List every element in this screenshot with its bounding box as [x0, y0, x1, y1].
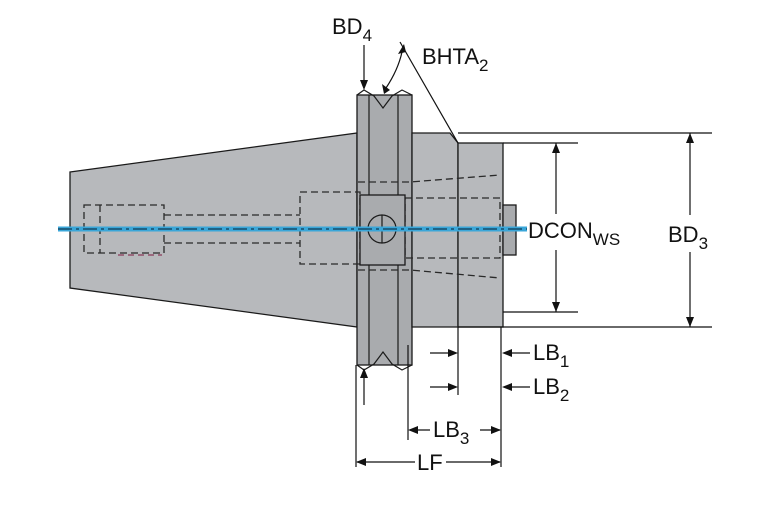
bd4-arrow-bottom — [360, 368, 368, 378]
lf-arrow-right — [491, 458, 501, 466]
bd4-arrow — [360, 80, 368, 90]
lb1-arrow — [448, 349, 458, 357]
bhta2-arrow-top — [398, 44, 406, 54]
bd3-arrow-top — [686, 133, 694, 143]
front-adapter — [457, 142, 504, 328]
bd3-arrow-bottom — [686, 317, 694, 327]
label-lf: LF — [417, 450, 443, 475]
front-bore-upper — [358, 174, 501, 183]
lb2-arrow — [448, 383, 458, 391]
front-bore-lower — [358, 269, 501, 279]
dcon-arrow-top — [552, 143, 560, 153]
label-bd4: BD4 — [332, 14, 372, 45]
lf-arrow-left — [356, 458, 366, 466]
label-lb2: LB2 — [533, 374, 569, 405]
dcon-arrow-bottom — [552, 302, 560, 312]
lb3-arrow-right — [491, 426, 501, 434]
bhta2-arc — [385, 51, 403, 89]
bhta2-arrow — [382, 84, 390, 94]
label-lb1: LB1 — [533, 340, 569, 371]
lb2-arrow-right — [502, 383, 512, 391]
label-dcon-ws: DCONWS — [528, 218, 620, 249]
bhta2-line — [399, 41, 459, 144]
label-bd3: BD3 — [668, 222, 708, 253]
lb3-arrow-left — [408, 426, 418, 434]
label-bhta2: BHTA2 — [422, 44, 489, 75]
lb1-arrow-right — [502, 349, 512, 357]
label-lb3: LB3 — [433, 417, 469, 448]
